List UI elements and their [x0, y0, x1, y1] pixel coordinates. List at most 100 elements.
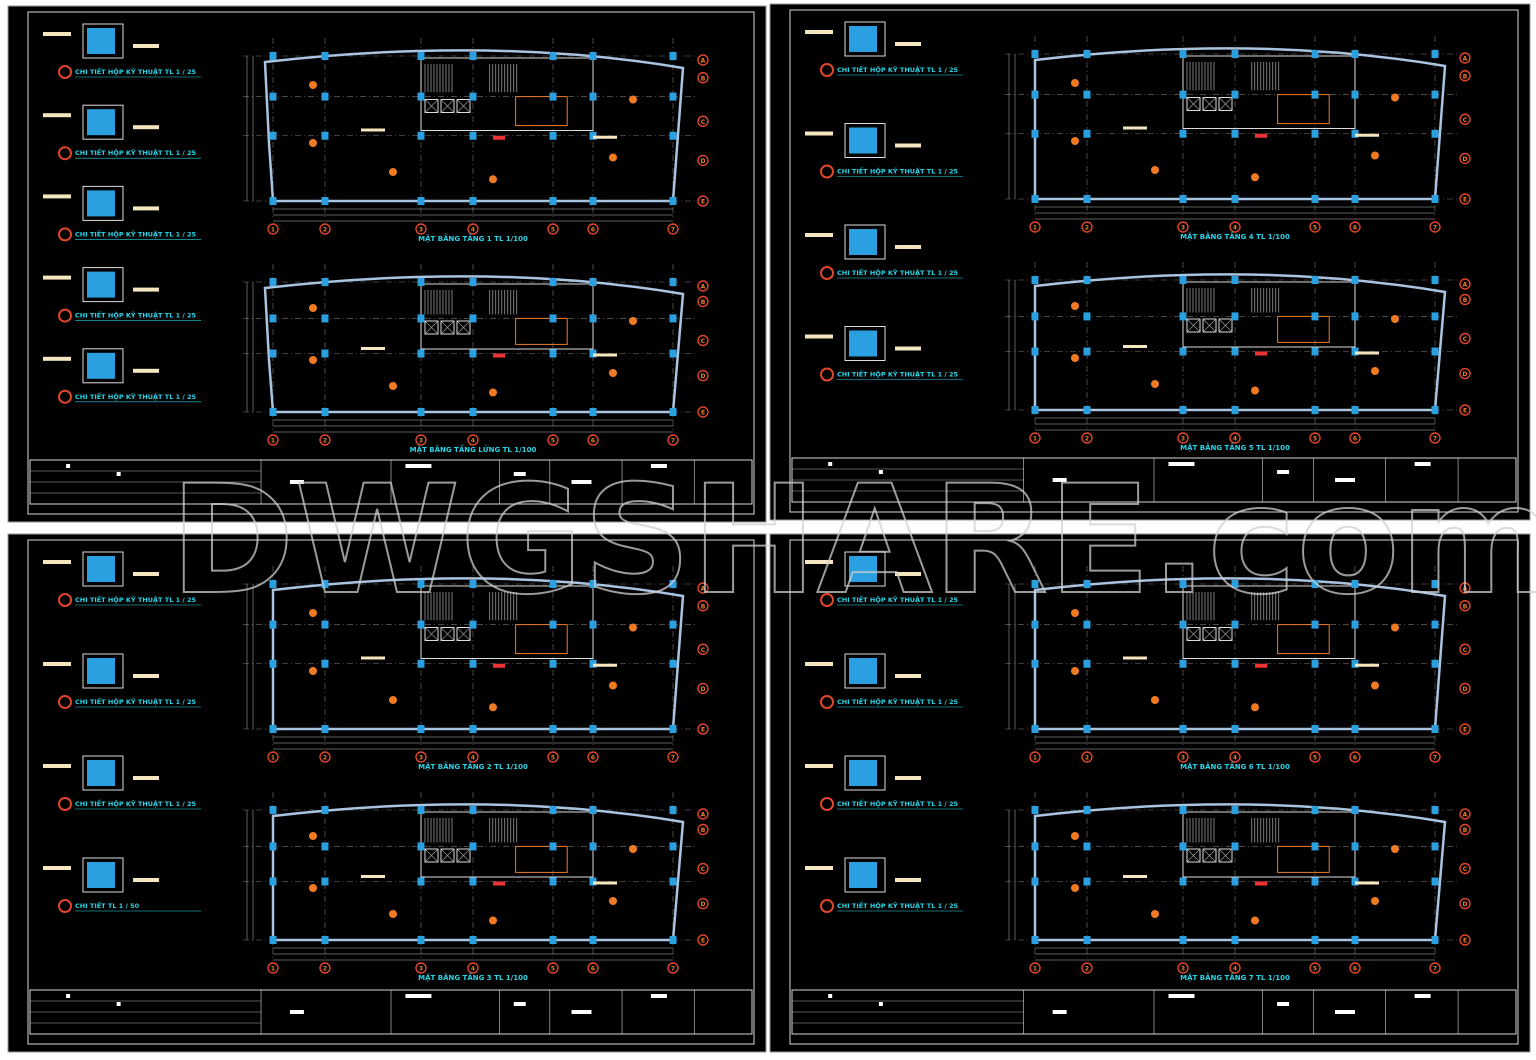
column [1351, 842, 1359, 851]
axis-bubble [1309, 962, 1321, 974]
elevator-shaft [1218, 627, 1233, 641]
detail-callout [58, 797, 72, 811]
column [321, 620, 329, 629]
elevator-shaft [456, 99, 471, 113]
axis-label: 4 [471, 438, 475, 445]
detail-title: CHI TIẾT HỘP KỸ THUẬT TL 1 / 25 [837, 64, 959, 74]
column [269, 580, 277, 588]
column [469, 278, 477, 286]
elevator-shaft [424, 627, 439, 641]
detail-title: CHI TIẾT HỘP KỸ THUẬT TL 1 / 25 [75, 147, 197, 157]
room-tag [1251, 386, 1259, 395]
column [589, 806, 597, 814]
column [417, 842, 425, 851]
plan-title: MẶT BẰNG TẦNG 3 TL 1/100 [418, 972, 528, 982]
column [1179, 936, 1187, 944]
elevator-cross [1218, 848, 1233, 863]
axis-label: 1 [271, 966, 275, 973]
detail-box [844, 857, 886, 893]
axis-label: C [701, 647, 706, 654]
column [1083, 580, 1091, 588]
detail-box [82, 348, 124, 384]
axis-label: 4 [471, 966, 475, 973]
axis-label: 5 [1313, 436, 1317, 443]
axis-label: D [701, 686, 706, 693]
room-tag [1371, 681, 1379, 690]
detail-box [844, 123, 886, 158]
axis-bubble [667, 751, 679, 763]
column [1083, 806, 1091, 814]
axis-label: D [701, 158, 706, 165]
column [321, 92, 329, 101]
column [549, 842, 557, 851]
axis-bubble [697, 154, 709, 167]
column [1231, 725, 1239, 733]
detail-callout [820, 899, 834, 913]
column [1431, 276, 1439, 284]
elevator-cross [1202, 97, 1217, 111]
column [1311, 195, 1319, 203]
toilet-area [515, 96, 568, 127]
axis-label: C [1463, 117, 1468, 124]
column [1231, 195, 1239, 203]
detail-callout [820, 266, 834, 280]
axis-bubble [1229, 221, 1241, 233]
axis-label: C [701, 119, 706, 126]
title-block-text [405, 464, 432, 468]
room-tag [1371, 367, 1379, 375]
level-tag [1255, 663, 1267, 668]
column [669, 197, 677, 205]
column [1031, 129, 1039, 138]
room-label [1355, 351, 1379, 355]
axis-label: 3 [419, 755, 423, 762]
shaft-fill [87, 352, 115, 379]
axis-label: D [1463, 901, 1468, 908]
detail-note [43, 764, 71, 768]
axis-label: B [701, 603, 706, 610]
room-tag [389, 168, 397, 176]
detail-note [895, 878, 921, 882]
detail-note [895, 572, 921, 576]
axis-label: 5 [1313, 755, 1317, 762]
elevator-shaft [1202, 318, 1217, 333]
level-tag [1255, 133, 1267, 138]
column [1179, 580, 1187, 588]
axis-label: E [1463, 408, 1467, 415]
building-outline [1033, 803, 1447, 942]
room-tag [309, 609, 317, 617]
detail-note [805, 764, 833, 768]
axis-bubble [1459, 404, 1471, 416]
axis-bubble [267, 223, 279, 235]
axis-label: 4 [1233, 225, 1237, 232]
building-outline [263, 49, 685, 203]
axis-label: A [1463, 586, 1468, 593]
column [589, 408, 597, 416]
axis-label: A [1463, 282, 1468, 289]
room-label [593, 353, 617, 357]
shaft-fill [87, 28, 115, 54]
shaft-fill [87, 760, 115, 786]
room-tag [489, 916, 497, 925]
column [589, 52, 597, 60]
axis-bubble [697, 280, 709, 292]
axis-bubble [467, 223, 479, 235]
detail-note [895, 245, 921, 249]
elevator-shaft [1186, 97, 1201, 111]
column [1351, 90, 1359, 99]
axis-label: C [1463, 336, 1468, 343]
column [1031, 659, 1039, 668]
column [1031, 842, 1039, 851]
axis-bubble [1081, 221, 1093, 233]
room-label [593, 135, 617, 139]
sheet-frame [789, 539, 1519, 1045]
axis-label: 4 [1233, 755, 1237, 762]
column [269, 92, 277, 101]
column [549, 659, 557, 668]
detail-note [43, 866, 71, 870]
axis-label: E [1463, 938, 1467, 945]
title-block-text [1335, 1010, 1355, 1014]
elevator-cross [440, 848, 455, 863]
axis-bubble [415, 962, 427, 974]
